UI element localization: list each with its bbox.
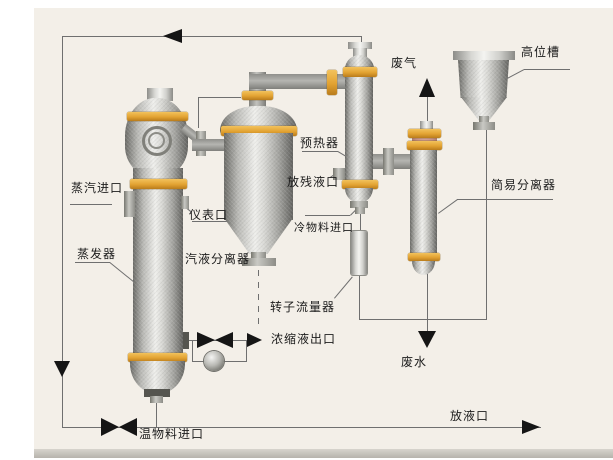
bypass-ball-valve-icon	[204, 351, 224, 371]
simple-separator-flange-upper	[408, 129, 441, 138]
label-drain-port: 放液口	[450, 409, 490, 423]
concentrate-valve-icon	[197, 332, 215, 348]
cold-feed-leader-underline	[305, 215, 350, 216]
separator-top-flange	[221, 126, 297, 136]
instrument-port-nozzle	[181, 196, 189, 209]
preheater-bottom-dome	[345, 188, 373, 203]
waste-gas-arrow-up-icon	[419, 78, 435, 97]
label-cold-feed-inlet: 冷物料进口	[294, 221, 354, 234]
recycle-line-top-stub	[361, 36, 362, 44]
label-steam-inlet: 蒸汽进口	[71, 181, 124, 195]
evaporator-foot-plate	[144, 389, 170, 397]
separator-drain-dashed-line	[258, 270, 259, 325]
flow-arrow-left-icon	[163, 29, 182, 43]
drain-arrow-right-icon	[522, 420, 540, 434]
bypass-line-right	[246, 340, 247, 361]
label-instrument-port: 仪表口	[189, 208, 229, 222]
vent-line-horizontal	[198, 97, 241, 98]
waste-water-arrow-down-icon	[418, 331, 436, 348]
preheater-body	[345, 77, 373, 181]
separator-neck-flange	[242, 91, 273, 100]
warm-feed-valve-icon	[101, 418, 119, 436]
preheater-bottom-flange	[342, 180, 378, 189]
steam-inlet-nozzle	[124, 191, 135, 217]
rotameter-feed-line	[359, 275, 360, 320]
label-concentrate-outlet: 浓缩液出口	[271, 332, 337, 346]
evaporator-upper-flange	[130, 179, 187, 189]
preheater-top-flange	[343, 67, 377, 77]
cold-feed-line	[359, 319, 487, 320]
label-preheater: 预热器	[300, 136, 340, 150]
elevated-tank-leader-underline	[524, 69, 570, 70]
preheater-top-dome	[345, 55, 374, 69]
evaporator-top-cap	[147, 88, 173, 101]
residual-drain-nozzle	[333, 168, 345, 180]
concentrate-valve-icon-right	[215, 332, 233, 348]
label-waste-water: 废水	[401, 355, 428, 369]
crossover-pipe-flange	[383, 148, 394, 175]
label-warm-feed-inlet: 温物料进口	[139, 427, 205, 441]
label-simple-separator: 简易分离器	[491, 178, 557, 192]
elevated-tank-line	[486, 128, 487, 319]
elevated-tank-outlet-stem	[479, 116, 489, 123]
steam-inlet-leader	[70, 204, 112, 205]
preheater-leader-underline	[302, 151, 338, 152]
preheater-outlet-plate	[350, 201, 368, 208]
separator-outlet-stem	[251, 252, 266, 259]
preheater-cap-stem	[353, 48, 367, 59]
label-rotameter: 转子流量器	[270, 300, 336, 314]
simple-separator-leader-underline	[457, 199, 553, 200]
preheater-cap-plate	[348, 42, 372, 49]
page-edge-shadow	[34, 449, 613, 458]
concentrate-arrow-right-icon	[247, 333, 262, 347]
evaporator-leader-underline	[75, 262, 110, 263]
label-residual-drain-port: 放残液口	[287, 175, 340, 189]
preheater-outlet-stem	[355, 207, 365, 214]
evaporator-foot-stem	[150, 396, 163, 403]
overhead-pipe-flange	[327, 70, 337, 95]
simple-separator-bottom-flange	[408, 253, 440, 261]
label-elevated-tank: 高位槽	[521, 45, 561, 59]
recycle-line-left	[62, 36, 63, 427]
flow-arrow-down-left-icon	[54, 361, 70, 377]
evaporator-dome-flange	[127, 112, 188, 121]
instrument-port-underline	[192, 221, 234, 222]
sight-glass-icon	[142, 126, 172, 156]
preheater-rotameter-line	[360, 212, 361, 231]
vent-line-vertical	[198, 97, 199, 128]
waste-gas-line	[427, 96, 428, 127]
overhead-pipe	[249, 74, 346, 89]
label-waste-gas: 废气	[391, 56, 418, 70]
label-evaporator: 蒸发器	[77, 247, 117, 261]
waste-water-line	[427, 271, 428, 332]
vapor-pipe-horizontal	[192, 139, 225, 151]
separator-outlet-flange	[242, 258, 276, 266]
simple-separator-body	[410, 150, 437, 254]
bypass-line-left	[192, 340, 193, 361]
separator-body	[224, 133, 293, 220]
label-vapor-liquid-separator: 汽液分离器	[185, 252, 251, 266]
sight-glass-inner-ring	[148, 132, 165, 149]
simple-separator-vent-stem	[420, 121, 433, 131]
evaporator-body	[133, 168, 183, 355]
evaporator-bottom-flange	[128, 353, 187, 362]
warm-feed-valve-icon-right	[119, 418, 137, 436]
concentrate-outlet-nozzle	[183, 332, 189, 349]
evaporator-drain-line	[156, 399, 157, 427]
simple-separator-bottom-dome	[412, 261, 435, 275]
elevated-tank-outlet-flange	[473, 122, 495, 130]
recycle-line-top	[62, 36, 362, 37]
elevated-tank-lid	[453, 51, 515, 60]
bottom-feed-line	[62, 427, 541, 428]
elevated-tank-body	[458, 60, 509, 98]
simple-separator-flange-lower	[407, 141, 442, 150]
rotameter-tube	[351, 231, 367, 275]
